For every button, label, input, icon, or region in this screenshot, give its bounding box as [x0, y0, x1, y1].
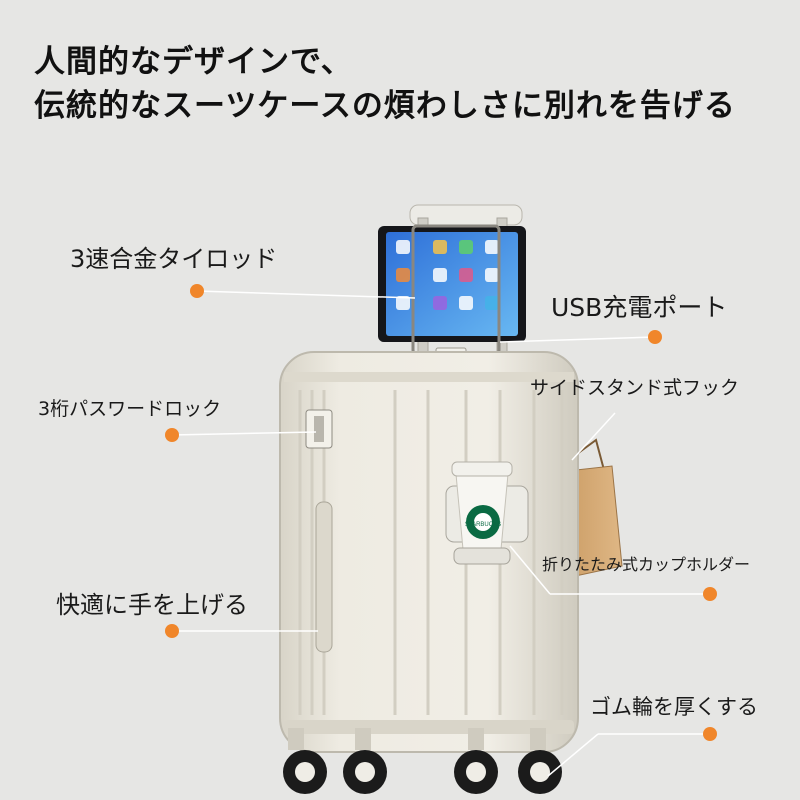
callout-dot-cup	[703, 587, 717, 601]
headline-line-2: 伝統的なスーツケースの煩わしさに別れを告げる	[34, 88, 736, 124]
callout-line-hook	[571, 412, 616, 461]
feature-label-handle: 3速合金タイロッド	[70, 245, 278, 273]
callout-line-usb	[499, 336, 656, 343]
feature-label-hook: サイドスタンド式フック	[530, 377, 740, 399]
callout-dot-usb	[648, 330, 662, 344]
callout-dot-wheels	[703, 727, 717, 741]
callout-dot-handle	[190, 284, 204, 298]
feature-label-cup: 折りたたみ式カップホルダー	[542, 555, 751, 574]
feature-label-lift: 快適に手を上げる	[56, 591, 248, 619]
wheel-front-center	[343, 728, 387, 794]
feature-label-usb: USB充電ポート	[551, 293, 728, 322]
callout-line-handle	[196, 290, 416, 299]
callout-line-lock	[171, 431, 317, 436]
cup-holder: STARBUCKS	[445, 461, 529, 565]
tablet-on-handle	[378, 224, 526, 363]
callout-line-cup-link	[509, 545, 551, 595]
wheel-rear-center	[454, 728, 498, 794]
spinner-wheels	[283, 728, 562, 794]
wheel-rear-right	[518, 728, 562, 794]
callout-dot-lock	[165, 428, 179, 442]
callout-line-wheels-link	[547, 733, 599, 777]
feature-label-wheels: ゴム輪を厚くする	[590, 695, 758, 719]
headline-line-1: 人間的なデザインで、	[34, 44, 353, 80]
suitcase-body	[279, 351, 579, 753]
feature-label-lock: 3桁パスワードロック	[38, 398, 222, 420]
callout-dot-lift	[165, 624, 179, 638]
wheel-front-left	[283, 728, 327, 794]
cup-logo-text: STARBUCKS	[465, 522, 501, 528]
